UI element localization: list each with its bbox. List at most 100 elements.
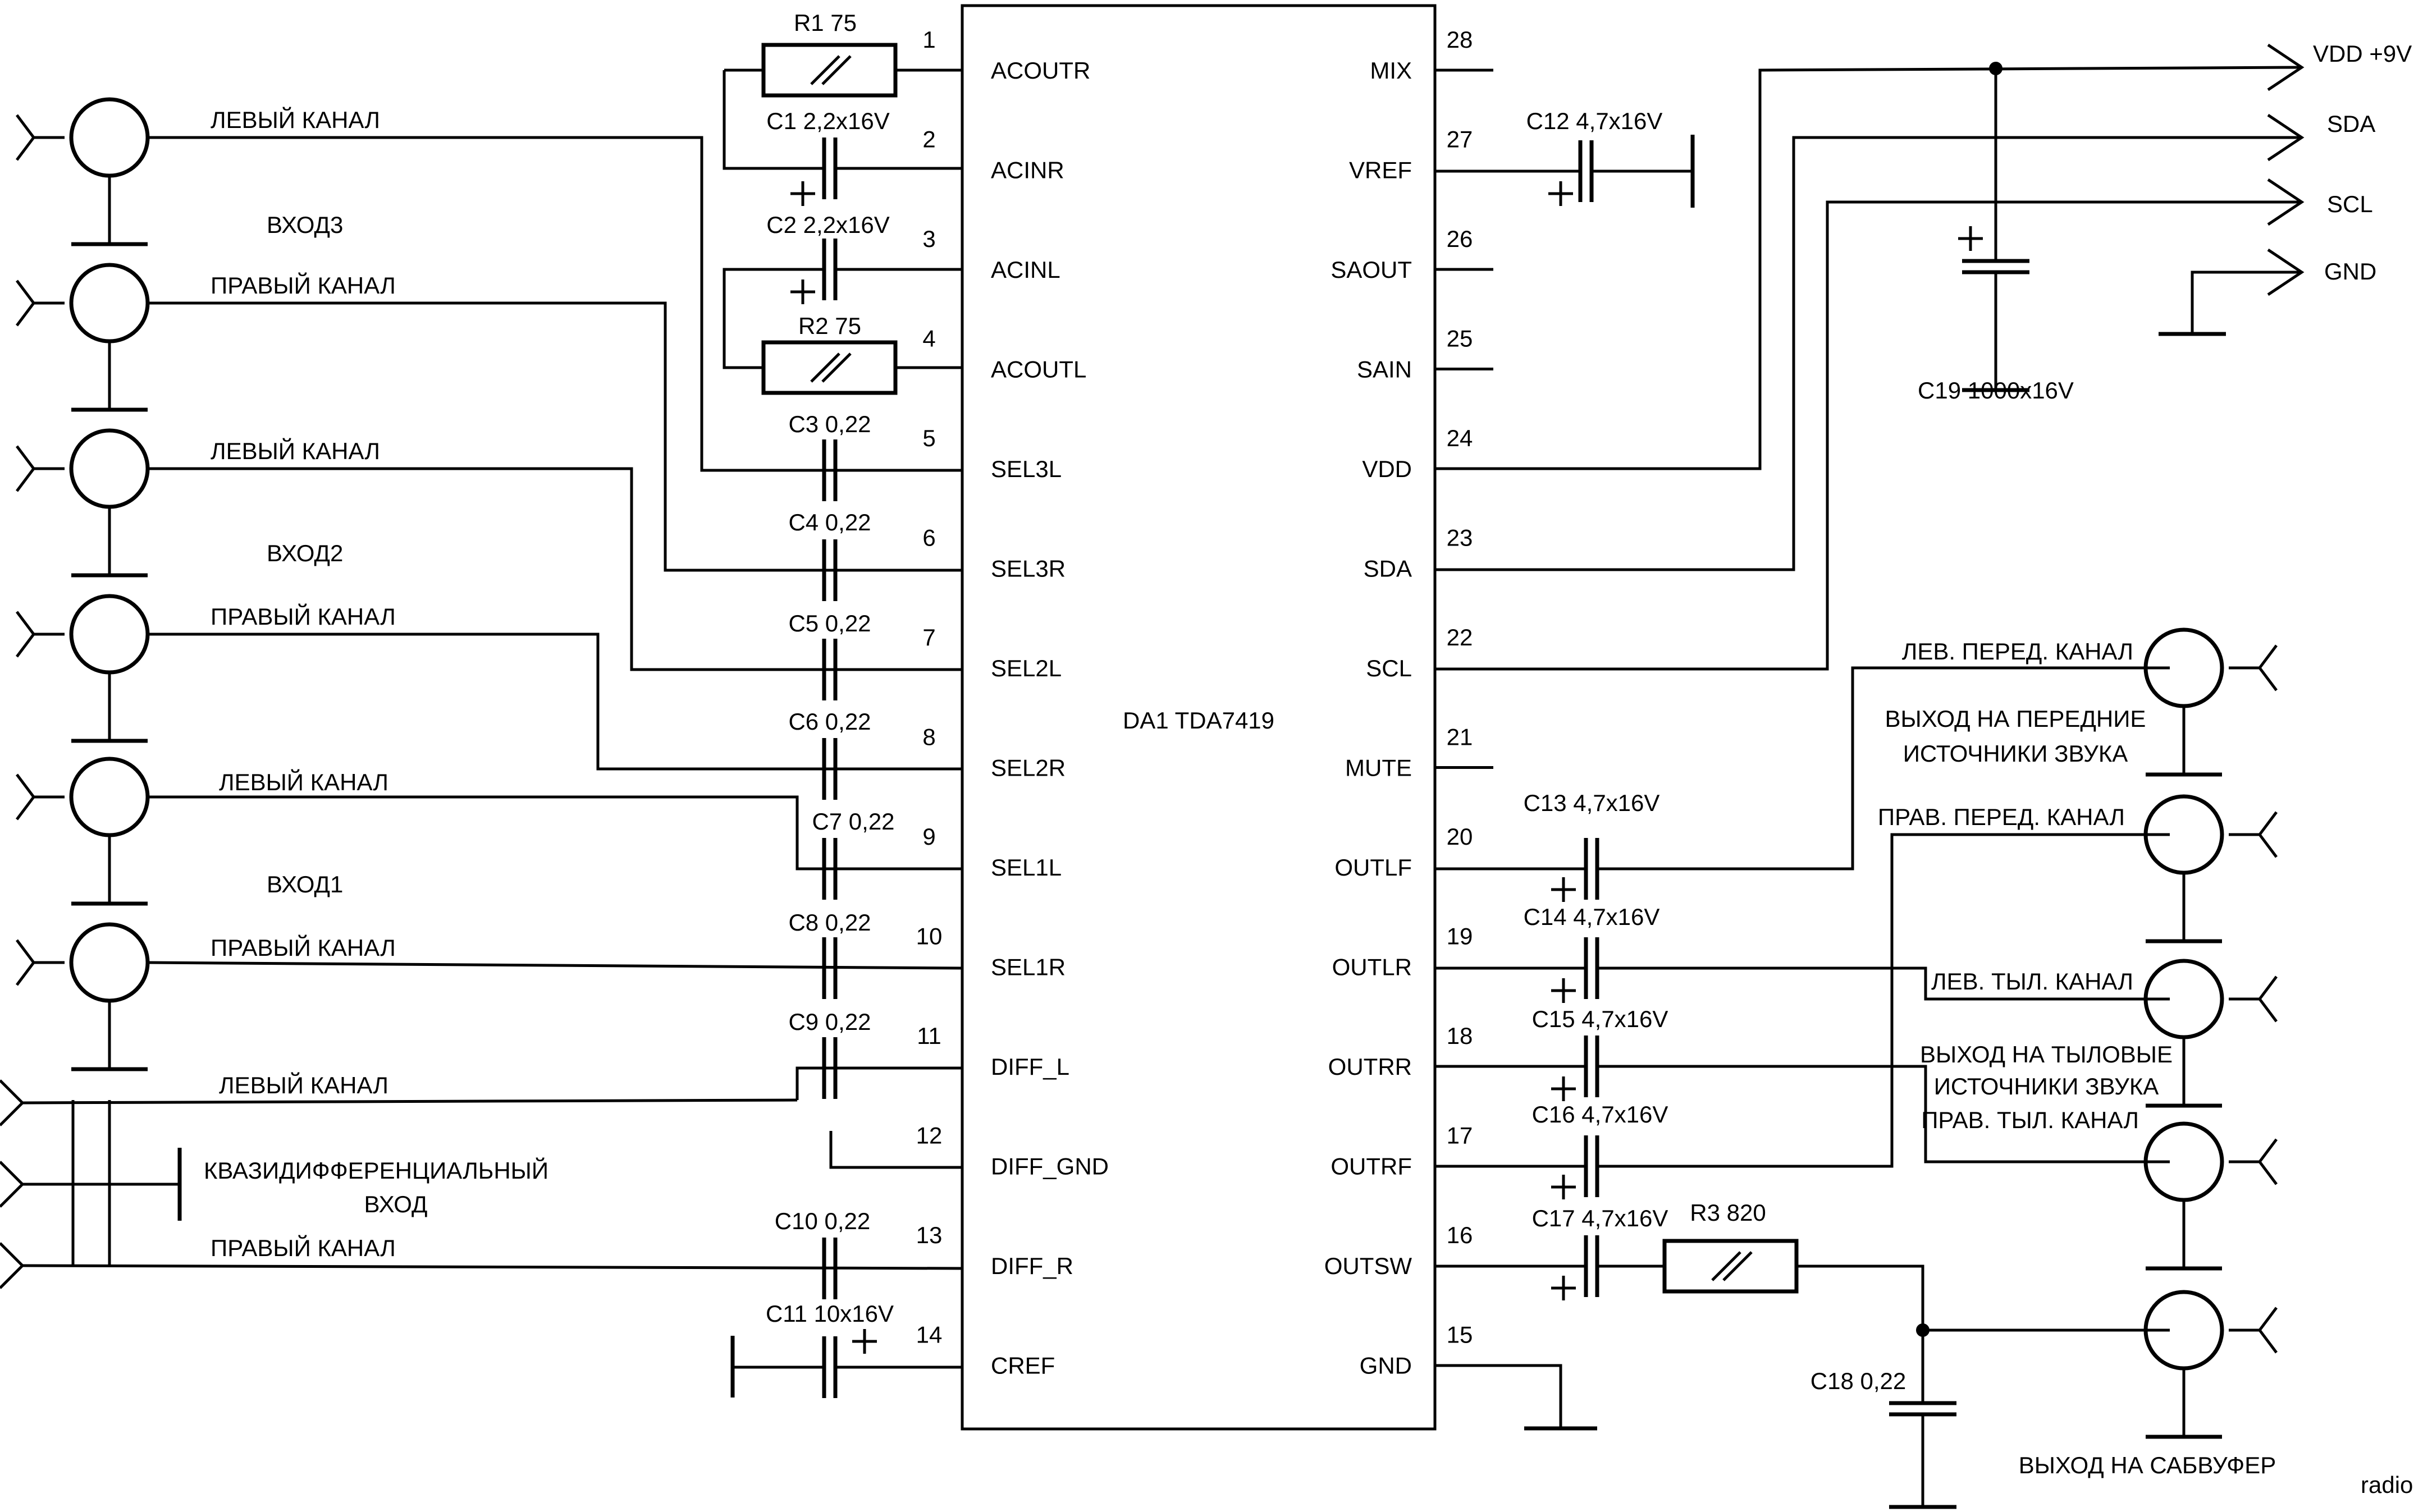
label-input2-left: ЛЕВЫЙ КАНАЛ <box>211 437 380 464</box>
output-labels: ЛЕВ. ПЕРЕД. КАНАЛ ВЫХОД НА ПЕРЕДНИЕ ИСТО… <box>1878 638 2276 1478</box>
label-scl: SCL <box>2327 191 2373 217</box>
pin-name: SAOUT <box>1331 256 1412 283</box>
input-wires <box>147 136 963 970</box>
pin-name: ACOUTR <box>991 57 1090 84</box>
pin-name: OUTLF <box>1334 854 1412 881</box>
pin-name: OUTRR <box>1328 1053 1412 1080</box>
pin-name: SAIN <box>1357 356 1412 383</box>
pin-number: 26 <box>1447 226 1473 252</box>
pin-name: OUTRF <box>1331 1153 1412 1180</box>
pin-name: ACINR <box>991 157 1064 184</box>
label-r2: R2 75 <box>798 313 861 339</box>
pin-name: DIFF_L <box>991 1053 1069 1080</box>
pin-name: MIX <box>1370 57 1412 84</box>
jack-front-right[interactable] <box>2146 796 2276 941</box>
label-rear-left: ЛЕВ. ТЫЛ. КАНАЛ <box>1931 968 2133 995</box>
pin-name: ACOUTL <box>991 356 1086 383</box>
label-front-left: ЛЕВ. ПЕРЕД. КАНАЛ <box>1902 638 2133 665</box>
pin-number: 4 <box>922 326 935 352</box>
pin-number: 13 <box>916 1222 943 1248</box>
label-r3: R3 820 <box>1690 1199 1766 1226</box>
pin-name: SDA <box>1364 556 1412 582</box>
pin-name: SEL1R <box>991 954 1066 980</box>
pin-name: OUTLR <box>1332 954 1412 980</box>
label-front-right: ПРАВ. ПЕРЕД. КАНАЛ <box>1878 804 2125 830</box>
label-c3: C3 0,22 <box>788 411 871 437</box>
label-input3-title: ВХОД3 <box>267 212 343 238</box>
output-wiring <box>1435 666 2170 1509</box>
label-c2: C2 2,2x16V <box>766 212 889 238</box>
pin-number: 1 <box>922 26 935 53</box>
pin-number: 6 <box>922 525 935 551</box>
component-labels: R1 75 C1 2,2x16V C2 2,2x16V R2 75 C3 0,2… <box>766 10 2074 1394</box>
pin-name: VDD <box>1362 456 1412 482</box>
label-diff-right: ПРАВЫЙ КАНАЛ <box>211 1234 396 1261</box>
label-c5: C5 0,22 <box>788 610 871 636</box>
jack-input2-left[interactable] <box>17 430 148 575</box>
label-c7: C7 0,22 <box>812 808 894 835</box>
pin-name: MUTE <box>1345 755 1412 781</box>
pin-number: 9 <box>922 823 935 850</box>
ac-coupling-network <box>723 45 962 393</box>
pin-number: 8 <box>922 724 935 750</box>
label-diff-title-1: КВАЗИДИФФЕРЕНЦИАЛЬНЫЙ <box>204 1157 548 1184</box>
pin-number: 10 <box>916 923 943 950</box>
pin-name: SEL2L <box>991 655 1062 681</box>
label-c1: C1 2,2x16V <box>766 108 889 134</box>
pin-number: 14 <box>916 1322 943 1348</box>
jack-input3-right[interactable] <box>17 265 148 410</box>
chip-name: DA1 TDA7419 <box>1123 707 1274 734</box>
right-pins: 28MIX27VREF26SAOUT25SAIN24VDD23SDA22SCL2… <box>1324 26 1493 1379</box>
label-input2-right: ПРАВЫЙ КАНАЛ <box>211 603 396 630</box>
input-jacks <box>17 99 148 1069</box>
pin-name: CREF <box>991 1353 1055 1379</box>
label-c17: C17 4,7x16V <box>1532 1205 1668 1231</box>
diff-input <box>0 1066 963 1289</box>
pin-number: 21 <box>1447 724 1473 750</box>
pin-number: 22 <box>1447 624 1473 650</box>
pin-number: 19 <box>1447 923 1473 950</box>
jack-input1-left[interactable] <box>17 759 148 904</box>
label-c14: C14 4,7x16V <box>1524 904 1660 930</box>
pin-number: 16 <box>1447 1222 1473 1248</box>
label-rear-title-1: ВЫХОД НА ТЫЛОВЫЕ <box>1920 1041 2173 1067</box>
jack-input2-right[interactable] <box>17 596 148 741</box>
pin-number: 28 <box>1447 26 1473 53</box>
output-jacks <box>2146 630 2276 1437</box>
label-c16: C16 4,7x16V <box>1532 1101 1668 1128</box>
pin-number: 24 <box>1447 425 1473 451</box>
pin-number: 23 <box>1447 525 1473 551</box>
label-subwoofer: ВЫХОД НА САБВУФЕР <box>2019 1452 2276 1478</box>
label-gnd: GND <box>2324 258 2376 285</box>
pin-number: 20 <box>1447 823 1473 850</box>
label-rear-title-2: ИСТОЧНИКИ ЗВУКА <box>1934 1073 2159 1099</box>
label-input1-title: ВХОД1 <box>267 871 343 897</box>
pin-number: 18 <box>1447 1023 1473 1049</box>
label-input3-left: ЛЕВЫЙ КАНАЛ <box>211 106 380 133</box>
label-input1-right: ПРАВЫЙ КАНАЛ <box>211 934 396 961</box>
pin-name: ACINL <box>991 256 1060 283</box>
pin-name: SEL3L <box>991 456 1062 482</box>
pin-number: 12 <box>916 1122 943 1149</box>
jack-front-left[interactable] <box>2146 630 2276 775</box>
jack-subwoofer[interactable] <box>2146 1292 2276 1437</box>
pin-name: SEL2R <box>991 755 1066 781</box>
pin-name: SEL1L <box>991 854 1062 881</box>
c11-cref <box>730 1329 962 1398</box>
jack-rear-right[interactable] <box>2146 1124 2276 1268</box>
label-c10: C10 0,22 <box>775 1208 870 1234</box>
label-c11: C11 10x16V <box>766 1300 894 1327</box>
pin-number: 27 <box>1447 126 1473 153</box>
label-input3-right: ПРАВЫЙ КАНАЛ <box>211 272 396 299</box>
label-c6: C6 0,22 <box>788 708 871 735</box>
jack-input1-right[interactable] <box>17 924 148 1069</box>
label-c18: C18 0,22 <box>1810 1368 1906 1394</box>
jack-input3-left[interactable] <box>17 99 148 244</box>
label-sda: SDA <box>2327 111 2375 137</box>
pin-name: DIFF_GND <box>991 1153 1109 1180</box>
pin-number: 11 <box>917 1023 941 1049</box>
pin-name: DIFF_R <box>991 1253 1073 1279</box>
jack-rear-left[interactable] <box>2146 961 2276 1106</box>
pin-name: GND <box>1360 1353 1412 1379</box>
